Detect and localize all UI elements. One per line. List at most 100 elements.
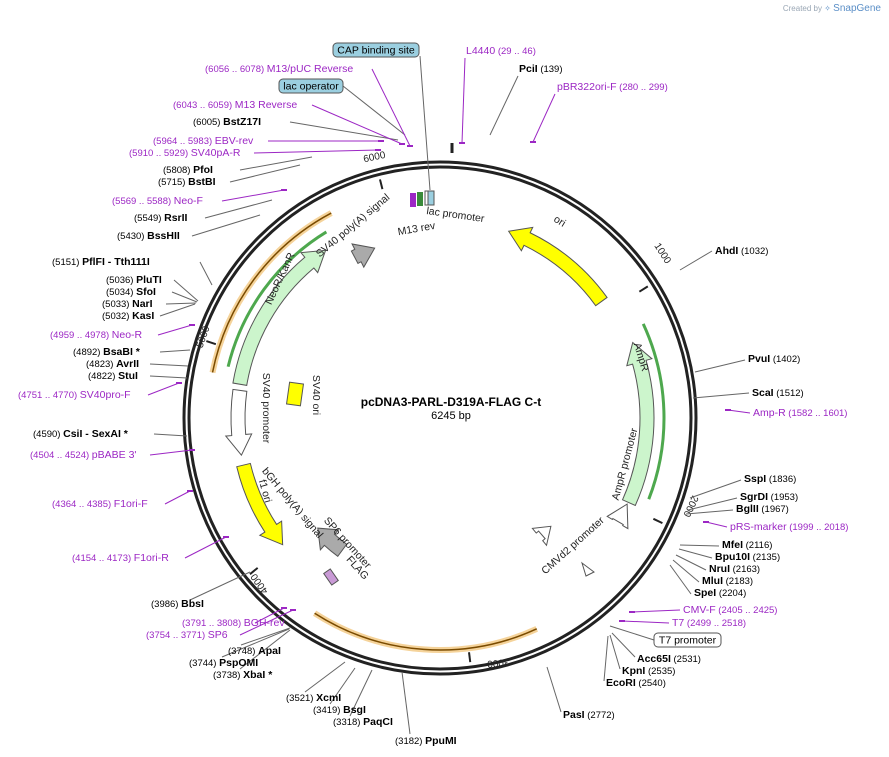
- tick-mark: [379, 179, 384, 190]
- leader-line: [204, 199, 273, 219]
- label-text: (4504 .. 4524) pBABE 3': [30, 449, 136, 461]
- label-pos: (6005): [193, 117, 223, 128]
- label-pos: (2135): [750, 552, 780, 563]
- leader-line: [694, 359, 746, 373]
- leader-line: [727, 409, 751, 414]
- label-text: (3744) PspOMI: [189, 657, 258, 669]
- label-pos: (1967): [759, 504, 789, 515]
- site-label: PvuI (1402): [748, 353, 800, 365]
- leader-line: [239, 609, 294, 636]
- site-label: (3986) BbsI: [151, 598, 204, 610]
- ori-feature: [507, 226, 608, 307]
- label-text: (6043 .. 6059) M13 Reverse: [173, 99, 297, 111]
- leader-line: [611, 632, 636, 658]
- label-text: SpeI (2204): [694, 587, 746, 599]
- tick-mark: [206, 340, 217, 346]
- leader-line: [189, 571, 251, 601]
- label-name: PaqCI: [363, 716, 393, 728]
- site-label: (5032) KasI: [102, 310, 154, 322]
- primer-label: (4364 .. 4385) F1ori-F: [52, 498, 148, 510]
- label-text: (5430) BssHII: [117, 230, 180, 242]
- primer-label: L4440 (29 .. 46): [466, 45, 536, 57]
- site-label: Bpu10I (2135): [715, 551, 780, 563]
- label-name: AvrII: [116, 358, 139, 370]
- label-text: BglII (1967): [736, 503, 789, 515]
- label-text: EcoRI (2540): [606, 677, 666, 689]
- label-text: (4823) AvrII: [86, 358, 139, 370]
- site-label: BglII (1967): [736, 503, 789, 515]
- plasmid-size: 6245 bp: [431, 410, 471, 422]
- leader-line: [687, 497, 738, 511]
- label-name: KpnI: [622, 665, 645, 677]
- label-name: Neo-F: [174, 195, 203, 207]
- leader-lines-layer: [147, 55, 751, 735]
- label-text: (3738) XbaI *: [213, 669, 273, 681]
- label-text: ScaI (1512): [752, 387, 804, 399]
- flag-element: [323, 568, 339, 586]
- leader-line: [164, 490, 191, 505]
- label-name: SV40pA-R: [191, 147, 241, 159]
- label-text: PciI (139): [519, 63, 563, 75]
- label-name: PasI: [563, 709, 585, 721]
- label-name: pRS-marker: [730, 521, 787, 533]
- label-name: CsiI - SexAI *: [63, 428, 129, 440]
- label-pos: (2772): [585, 710, 615, 721]
- label-name: SV40pro-F: [80, 389, 131, 401]
- label-name: Acc65I: [637, 653, 671, 665]
- label-text: SspI (1836): [744, 473, 796, 485]
- label-text: (3754 .. 3771) SP6: [146, 629, 228, 641]
- label-pos: (5151): [52, 257, 82, 268]
- primer-label: (5910 .. 5929) SV40pA-R: [129, 147, 241, 159]
- label-name: PpuMI: [425, 735, 457, 747]
- sv40-polya-feature: [350, 243, 376, 269]
- leader-line: [689, 479, 742, 499]
- leader-line: [679, 544, 720, 547]
- label-name: NruI: [709, 563, 730, 575]
- site-label: SspI (1836): [744, 473, 796, 485]
- leader-line: [221, 189, 285, 202]
- label-name: BsgI: [343, 704, 366, 716]
- leader-line: [159, 303, 196, 317]
- label-name: BglII: [736, 503, 759, 515]
- leader-line: [153, 433, 188, 437]
- leader-line: [149, 363, 189, 367]
- site-label: (5430) BssHII: [117, 230, 180, 242]
- label-pos: (2116): [743, 540, 772, 551]
- label-text: (3986) BbsI: [151, 598, 204, 610]
- tick-label: 1000: [651, 241, 673, 266]
- label-pos: (3754 .. 3771): [146, 630, 208, 641]
- features-layer: [209, 190, 666, 653]
- label-text: (5032) KasI: [102, 310, 154, 322]
- label-name: Neo-R: [112, 329, 143, 341]
- site-label: (3419) BsgI: [313, 704, 366, 716]
- primer-label: (5569 .. 5588) Neo-F: [112, 195, 203, 207]
- ampr-feature: [621, 341, 655, 507]
- box-leader-line: [342, 85, 406, 136]
- label-name: Amp-R: [753, 407, 786, 419]
- leader-line: [199, 261, 213, 286]
- leader-line: [171, 291, 198, 303]
- leader-line: [461, 57, 466, 144]
- leader-line: [705, 521, 728, 528]
- label-pos: (2405 .. 2425): [716, 605, 778, 616]
- bgh-polya-feature: [317, 527, 348, 558]
- site-label: MluI (2183): [702, 575, 753, 587]
- label-text: KpnI (2535): [622, 665, 675, 677]
- label-name: SP6: [208, 629, 228, 641]
- site-label: AhdI (1032): [715, 245, 768, 257]
- label-text: MluI (2183): [702, 575, 753, 587]
- ampr-promoter-feature: [606, 503, 629, 530]
- label-text: (5808) PfoI: [163, 164, 213, 176]
- label-name: F1ori-F: [114, 498, 148, 510]
- boxed-feature-label: T7 promoter: [659, 635, 717, 647]
- primer-label: (4959 .. 4978) Neo-R: [50, 329, 143, 341]
- label-name: PfoI: [193, 164, 213, 176]
- label-text: L4440 (29 .. 46): [466, 45, 536, 57]
- primer-label: pRS-marker (1999 .. 2018): [730, 521, 848, 533]
- leader-line: [603, 635, 609, 682]
- box-leader-line: [419, 55, 431, 191]
- label-pos: (2499 .. 2518): [684, 618, 746, 629]
- neo-green-orf-line: [226, 230, 328, 368]
- label-name: AhdI: [715, 245, 738, 257]
- label-name: StuI: [118, 370, 138, 382]
